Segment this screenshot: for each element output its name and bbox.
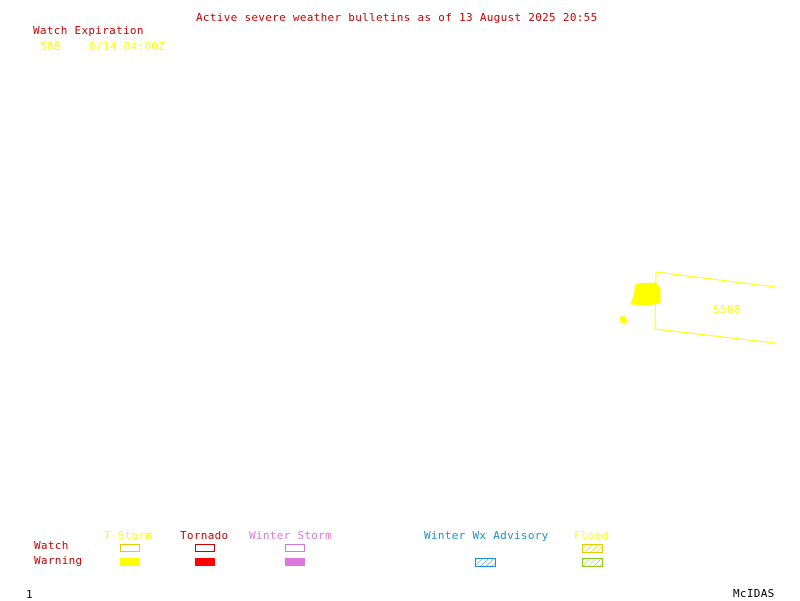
bulletin-title: Active severe weather bulletins as of 13… — [196, 11, 598, 24]
watch-expiration-header: Watch Expiration — [33, 24, 144, 37]
mcidas-brand: McIDAS — [733, 587, 775, 600]
winter-storm-warning-box — [285, 558, 305, 566]
frame-number: 1 — [26, 588, 33, 601]
legend-row-watch: Watch — [34, 539, 69, 552]
winter-storm-watch-box — [285, 544, 305, 552]
legend-tstorm-label: T-Storm — [104, 529, 153, 542]
watch-expiration-time: 8/14 04:00Z — [89, 40, 166, 53]
flood-warning-box — [582, 558, 603, 567]
tstorm-warning-box — [120, 558, 140, 566]
watch-area-label: S588 — [713, 303, 741, 316]
legend-tornado-label: Tornado — [180, 529, 229, 542]
tornado-watch-box — [195, 544, 215, 552]
legend-row-warning: Warning — [34, 554, 83, 567]
legend-winter-storm-label: Winter Storm — [249, 529, 333, 542]
tstorm-warning-polygon — [630, 282, 661, 306]
winter-wx-advisory-warning-box — [475, 558, 496, 567]
tstorm-warning-polygon-small — [619, 315, 628, 325]
tstorm-watch-box — [120, 544, 140, 552]
legend-winter-wx-advisory-label: Winter Wx Advisory — [424, 529, 549, 542]
legend-flood-label: Flood — [574, 529, 609, 542]
watch-number: 588 — [40, 40, 61, 53]
tornado-warning-box — [195, 558, 215, 566]
flood-watch-box — [582, 544, 603, 553]
